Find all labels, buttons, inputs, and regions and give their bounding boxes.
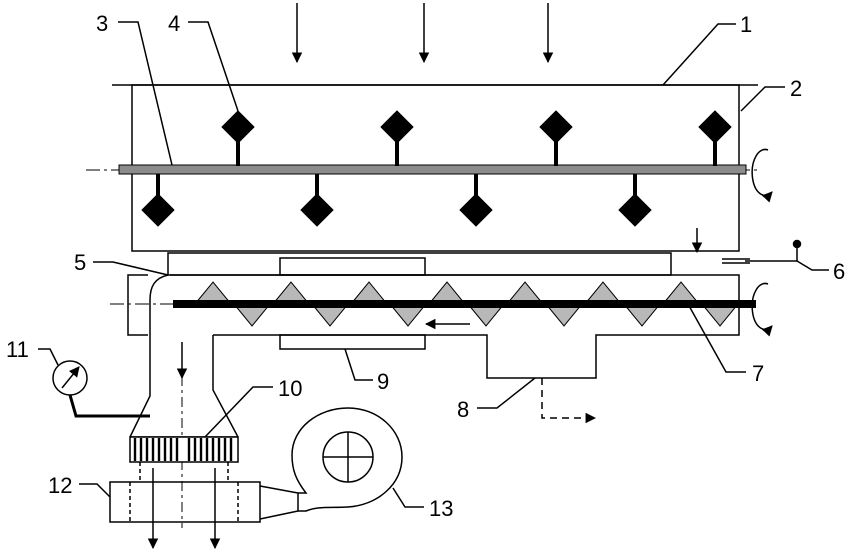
lower-screw-shaft bbox=[173, 300, 756, 308]
upper-paddles-bottom bbox=[141, 174, 652, 227]
discharge-arrow bbox=[541, 378, 597, 424]
upper-shaft bbox=[118, 164, 747, 175]
label-13: 13 bbox=[429, 496, 453, 521]
screw-flights bbox=[193, 281, 740, 327]
lower-rotation-arrow bbox=[751, 282, 773, 337]
exhaust-arrows bbox=[147, 468, 221, 550]
air-filter-housing bbox=[109, 462, 299, 523]
label-11: 11 bbox=[6, 337, 29, 362]
pressure-gauge bbox=[52, 360, 150, 418]
label-3: 3 bbox=[96, 11, 108, 36]
feed-arrows bbox=[291, 3, 554, 64]
centrifugal-fan bbox=[291, 407, 403, 512]
upper-rotation-arrow bbox=[751, 148, 773, 203]
label-4: 4 bbox=[168, 11, 180, 36]
label-6: 6 bbox=[833, 259, 845, 284]
label-2: 2 bbox=[790, 76, 802, 101]
label-1: 1 bbox=[740, 12, 752, 37]
label-12: 12 bbox=[48, 473, 72, 498]
heater-grille bbox=[129, 436, 239, 463]
label-8: 8 bbox=[457, 397, 469, 422]
label-7: 7 bbox=[752, 361, 764, 386]
upper-paddles-top bbox=[221, 110, 732, 166]
label-5: 5 bbox=[74, 250, 86, 275]
label-9: 9 bbox=[377, 369, 389, 394]
label-10: 10 bbox=[278, 376, 302, 401]
leader-lines bbox=[38, 21, 829, 508]
screw-conveyor-housing bbox=[127, 252, 740, 438]
